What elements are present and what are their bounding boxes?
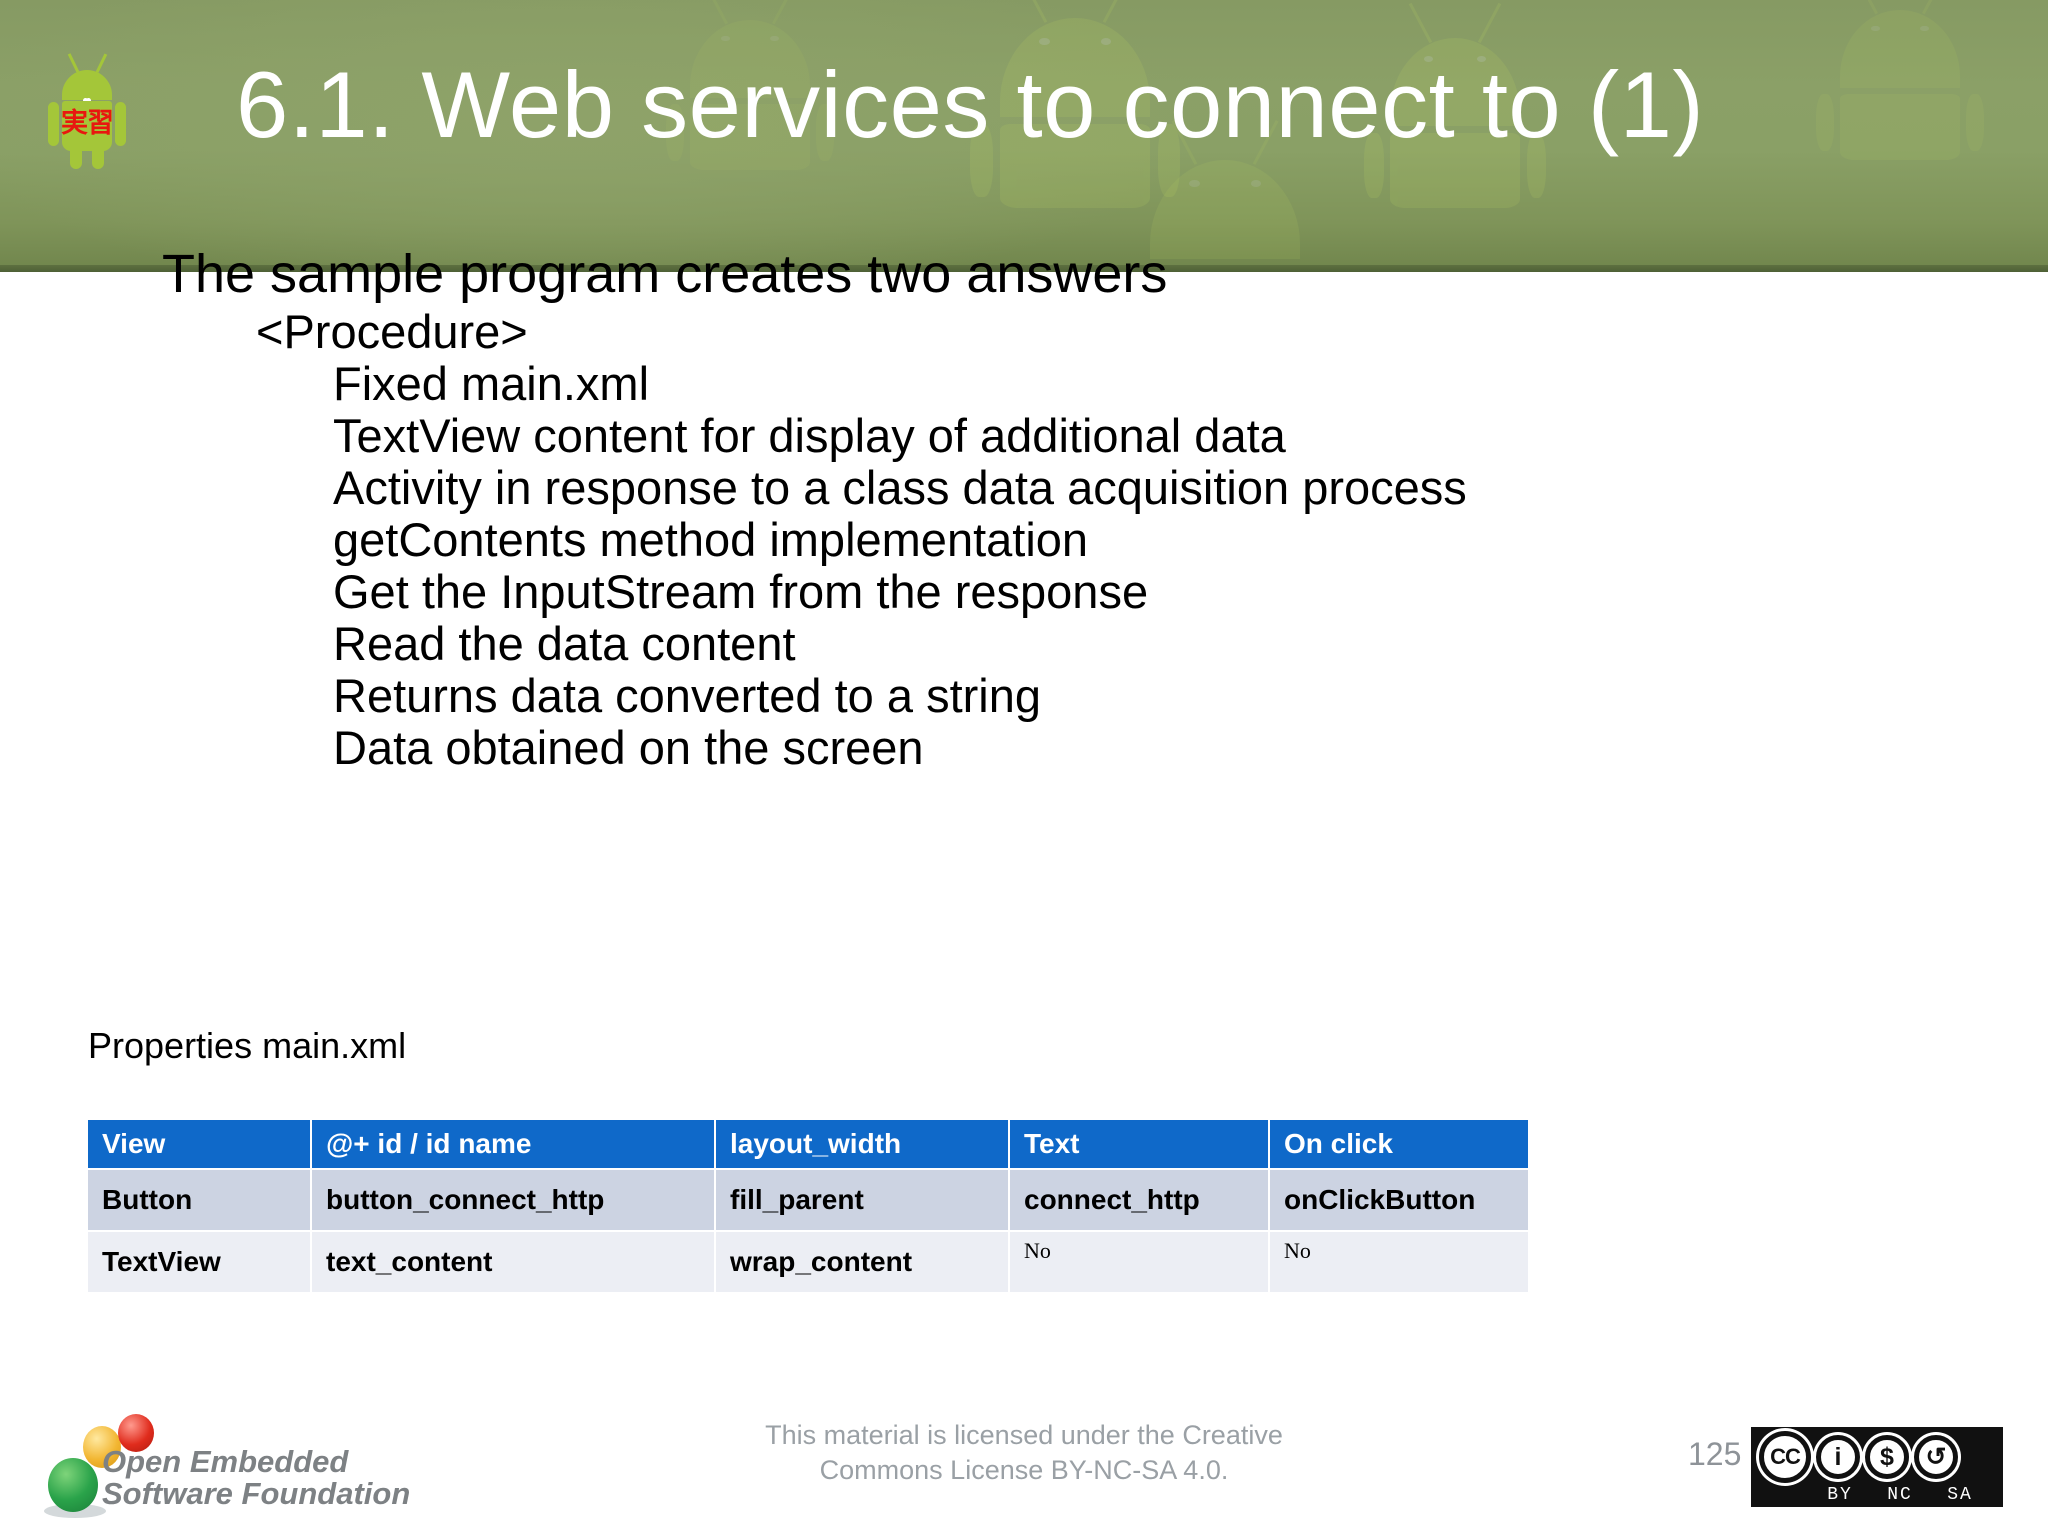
android-watermark-icon [666, 0, 834, 170]
table-row: Button button_connect_http fill_parent c… [88, 1170, 1528, 1230]
cell-layout-width: wrap_content [716, 1232, 1008, 1292]
procedure-step: Fixed main.xml [333, 357, 650, 410]
android-watermark-icon [1364, 2, 1546, 208]
android-watermark-icon [1816, 0, 1984, 160]
cell-layout-width: fill_parent [716, 1170, 1008, 1230]
cc-nc-icon: $ [1865, 1435, 1909, 1479]
slide-body: The sample program creates two answers <… [0, 247, 2048, 1392]
slide-footer: Open Embedded Software Foundation This m… [0, 1392, 2048, 1536]
body-subheading: <Procedure> [256, 305, 528, 358]
cc-label-sa: SA [1947, 1485, 1973, 1505]
properties-table: View @+ id / id name layout_width Text O… [86, 1118, 1530, 1294]
body-heading: The sample program creates two answers [162, 244, 1168, 304]
logo-ball-yellow-icon [83, 1426, 121, 1468]
table-row: TextView text_content wrap_content No No [88, 1232, 1528, 1292]
procedure-step: Returns data converted to a string [333, 669, 1042, 722]
cell-text: No [1010, 1232, 1268, 1292]
android-watermark-icon [1120, 120, 1330, 272]
oesf-logo-line2: Software Foundation [102, 1476, 411, 1512]
oesf-logo-text: Open Embedded Software Foundation [102, 1444, 411, 1512]
procedure-step: Data obtained on the screen [333, 721, 924, 774]
license-line-1: This material is licensed under the Crea… [765, 1420, 1283, 1450]
column-header-layout-width: layout_width [716, 1120, 1008, 1168]
column-header-text: Text [1010, 1120, 1268, 1168]
cell-view: Button [88, 1170, 310, 1230]
procedure-step: getContents method implementation [333, 513, 1089, 566]
android-watermark-icon [970, 0, 1180, 208]
procedure-step: Read the data content [333, 617, 796, 670]
column-header-view: View [88, 1120, 310, 1168]
cc-label-nc: NC [1887, 1485, 1913, 1505]
table-header-row: View @+ id / id name layout_width Text O… [88, 1120, 1528, 1168]
creative-commons-badge-icon: CC i $ ↺ BY NC SA [1748, 1424, 2006, 1510]
cc-mark-icon: CC [1759, 1431, 1811, 1483]
cc-sa-icon: ↺ [1914, 1435, 1958, 1479]
page-number: 125 [1688, 1436, 1742, 1472]
cell-on-click: No [1270, 1232, 1528, 1292]
cc-by-icon: i [1816, 1435, 1860, 1479]
slide-header-band: 実習 6.1. Web services to connect to (1) [0, 0, 2048, 272]
properties-label: Properties main.xml [88, 1025, 407, 1066]
page-title: 6.1. Web services to connect to (1) [236, 52, 1705, 157]
cell-id-name: text_content [312, 1232, 714, 1292]
mascot-kanji-label: 実習 [61, 108, 114, 139]
android-robot-icon: 実習 [48, 52, 126, 169]
cell-id-name: button_connect_http [312, 1170, 714, 1230]
procedure-step: TextView content for display of addition… [333, 409, 1286, 462]
column-header-id-name: @+ id / id name [312, 1120, 714, 1168]
cc-label-by: BY [1827, 1485, 1853, 1505]
cell-view: TextView [88, 1232, 310, 1292]
oesf-logo: Open Embedded Software Foundation [40, 1414, 410, 1522]
procedure-step: Get the InputStream from the response [333, 565, 1149, 618]
cell-text: connect_http [1010, 1170, 1268, 1230]
license-line-2: Commons License BY-NC-SA 4.0. [819, 1454, 1229, 1485]
logo-ball-green-icon [48, 1458, 98, 1512]
logo-ball-red-icon [118, 1414, 154, 1452]
oesf-logo-line1: Open Embedded [102, 1444, 349, 1479]
procedure-step: Activity in response to a class data acq… [333, 461, 1467, 514]
cell-on-click: onClickButton [1270, 1170, 1528, 1230]
column-header-on-click: On click [1270, 1120, 1528, 1168]
license-text: This material is licensed under the Crea… [724, 1418, 1324, 1487]
